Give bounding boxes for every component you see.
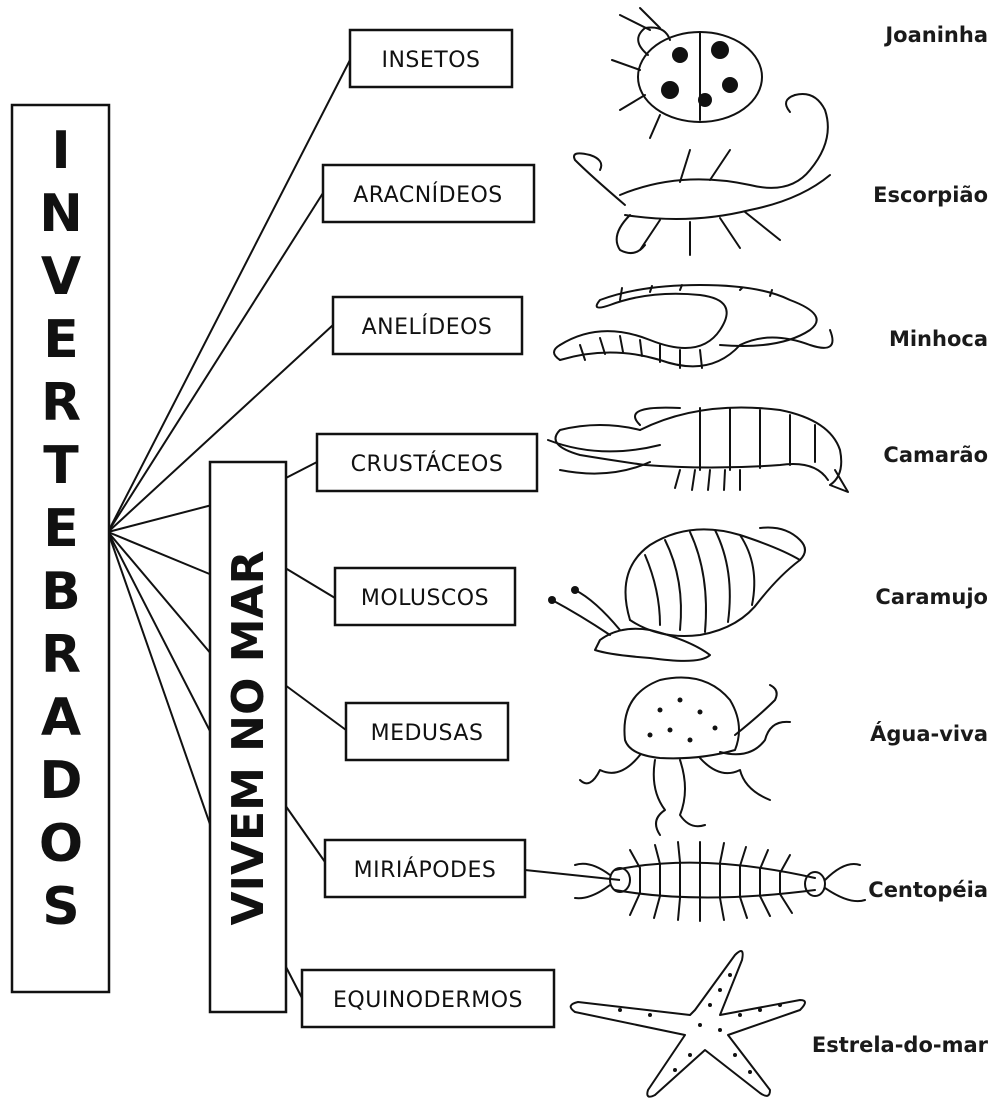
root-title-letter: V <box>41 247 81 307</box>
category-medusas: MEDUSAS <box>346 703 508 760</box>
category-label: ARACNÍDEOS <box>353 182 503 208</box>
category-boxes: INSETOS ARACNÍDEOS ANELÍDEOS CRUSTÁCEOS … <box>302 30 554 1027</box>
category-equinodermos: EQUINODERMOS <box>302 970 554 1027</box>
earthworm-icon <box>554 285 833 368</box>
jellyfish-icon <box>580 678 790 836</box>
connector-sea-3 <box>108 532 212 655</box>
animal-label-camarao: Camarão <box>883 443 988 467</box>
animal-label-joaninha: Joaninha <box>883 23 988 47</box>
animal-label-centopeia: Centopéia <box>868 878 988 902</box>
category-label: MEDUSAS <box>371 721 484 746</box>
connector-equinodermos <box>285 965 302 998</box>
root-title-letter: E <box>43 499 79 559</box>
category-label: MOLUSCOS <box>361 586 489 611</box>
illustrations <box>548 8 865 1097</box>
sea-group-label: VIVEM NO MAR <box>223 551 274 926</box>
connector-miriapodes <box>285 805 325 862</box>
root-title-letter: R <box>41 373 81 433</box>
animal-label-estrela-do-mar: Estrela-do-mar <box>812 1033 989 1057</box>
category-label: ANELÍDEOS <box>362 314 493 340</box>
animal-label-minhoca: Minhoca <box>889 327 988 351</box>
category-anelideos: ANELÍDEOS <box>333 297 522 354</box>
centipede-icon <box>575 842 865 921</box>
category-label: INSETOS <box>381 48 480 73</box>
category-label: CRUSTÁCEOS <box>351 451 504 477</box>
root-title-letter: O <box>39 814 83 874</box>
category-crustaceos: CRUSTÁCEOS <box>317 434 537 491</box>
category-label: EQUINODERMOS <box>333 988 523 1013</box>
root-title-letter: D <box>39 751 82 811</box>
root-title-letter: I <box>51 121 70 181</box>
scorpion-icon <box>574 94 830 255</box>
category-label: MIRIÁPODES <box>354 857 497 883</box>
root-title-letter: B <box>41 562 81 622</box>
animal-label-escorpiao: Escorpião <box>873 183 988 207</box>
ladybug-icon <box>612 8 762 138</box>
root-title-letter: S <box>42 877 79 937</box>
root-title-letter: R <box>41 625 81 685</box>
connector-sea-4 <box>108 532 212 735</box>
root-title-letter: A <box>41 688 81 748</box>
shrimp-icon <box>548 408 848 493</box>
connector-sea-5 <box>108 532 212 830</box>
connector-medusas <box>285 685 346 730</box>
animal-labels: Joaninha Escorpião Minhoca Camarão Caram… <box>812 23 989 1057</box>
root-title-letter: T <box>43 436 79 496</box>
connector-sea-2 <box>108 532 212 575</box>
root-title-letter: N <box>39 184 83 244</box>
category-insetos: INSETOS <box>350 30 512 87</box>
animal-label-caramujo: Caramujo <box>875 585 988 609</box>
root-title-letter: E <box>43 310 79 370</box>
category-aracnideos: ARACNÍDEOS <box>323 165 534 222</box>
category-moluscos: MOLUSCOS <box>335 568 515 625</box>
animal-label-agua-viva: Água-viva <box>870 721 988 746</box>
starfish-icon <box>571 951 805 1097</box>
category-miriapodes: MIRIÁPODES <box>325 840 525 897</box>
snail-icon <box>548 528 805 661</box>
